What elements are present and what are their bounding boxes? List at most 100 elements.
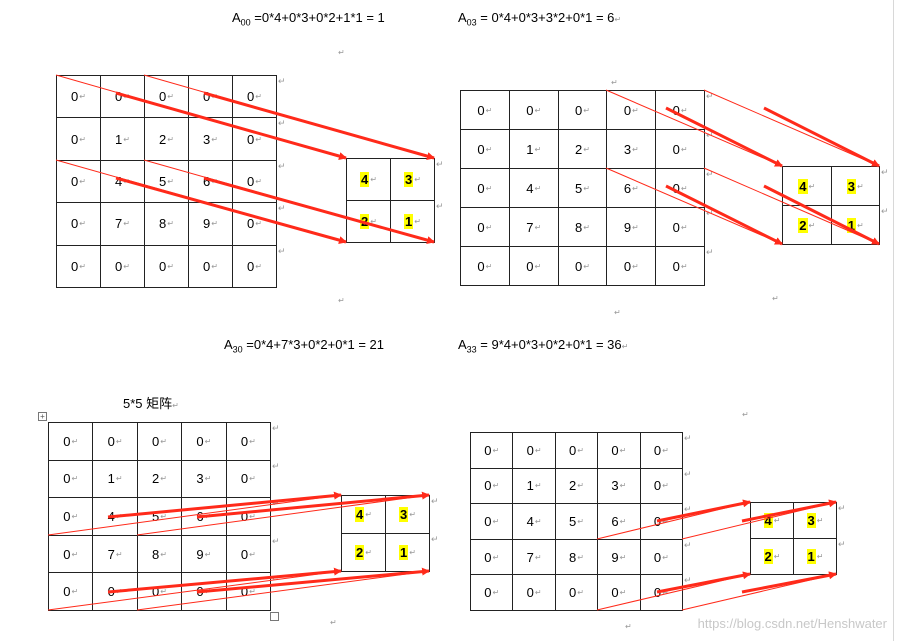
paragraph-mark: ↵ [680, 222, 688, 232]
kernel-value: 2 [763, 549, 773, 564]
matrix-cell: 0↵ [461, 91, 510, 130]
kernel-cell: 1↵ [831, 206, 880, 245]
matrix-cell: 2↵ [137, 460, 183, 499]
matrix-cell: 9↵ [189, 203, 233, 246]
paragraph-mark: ↵ [680, 183, 688, 193]
cell-value: 0 [115, 258, 123, 274]
row-end-mark: ↵ [881, 206, 889, 216]
cell-value: 0 [240, 433, 249, 449]
cell-value: 1 [526, 141, 534, 157]
paragraph-mark: ↵ [808, 220, 816, 230]
matrix-cell: 0↵ [226, 535, 271, 574]
kernel-cell: 4↵ [342, 496, 386, 534]
row-end-mark: ↵ [278, 160, 286, 171]
cell-value: 0 [71, 173, 79, 189]
input-matrix-tl: 0↵0↵0↵0↵0↵0↵1↵2↵3↵0↵0↵4↵5↵6↵0↵0↵7↵8↵9↵0↵… [56, 75, 277, 288]
cell-value: 0 [159, 89, 167, 105]
matrix-cell: 1↵ [509, 130, 559, 169]
cell-value: 0 [247, 173, 255, 189]
matrix-cell: 1↵ [513, 468, 556, 505]
matrix-cell: 0↵ [57, 76, 101, 119]
paragraph-mark: ↵ [370, 217, 377, 226]
matrix-cell: 0↵ [461, 169, 510, 208]
cell-value: 0 [569, 442, 577, 458]
paragraph-mark: ↵ [619, 552, 627, 562]
matrix-cell: 6↵ [189, 160, 233, 204]
cell-value: 0 [484, 513, 492, 529]
matrix-cell: 0↵ [189, 76, 233, 119]
paragraph-mark: ↵ [211, 176, 218, 186]
paragraph-mark: ↵ [79, 92, 86, 102]
cell-value: 0 [484, 478, 492, 494]
matrix-cell: 0↵ [226, 423, 271, 461]
matrix-cell: 0↵ [640, 468, 683, 505]
matrix-cell: 0↵ [471, 433, 514, 469]
matrix-cell: 0↵ [656, 169, 705, 208]
paragraph-mark: ↵ [619, 481, 627, 491]
matrix-cell: 0↵ [461, 208, 510, 247]
row-end-mark: ↵ [706, 130, 714, 140]
paragraph-mark: ↵ [370, 175, 377, 184]
paragraph-mark: ↵ [123, 261, 130, 271]
paragraph-mark: ↵ [255, 134, 262, 144]
matrix-cell: 8↵ [145, 203, 189, 246]
guide-line [703, 89, 880, 167]
matrix-cell: 5↵ [555, 504, 599, 540]
row-end-mark: ↵ [278, 203, 286, 214]
row-end-mark: ↵ [431, 534, 439, 544]
table-move-handle[interactable]: + [38, 412, 47, 421]
paragraph-mark: ↵ [414, 175, 421, 184]
matrix-cell: 0↵ [49, 423, 94, 461]
paragraph-mark: ↵ [773, 552, 781, 561]
cell-value: 0 [247, 258, 255, 274]
matrix-cell: 2↵ [555, 468, 599, 505]
paragraph-mark: ↵ [255, 219, 262, 229]
paragraph-mark: ↵ [577, 516, 584, 526]
paragraph-mark: ↵ [492, 445, 500, 455]
row-end-mark: ↵ [684, 539, 692, 550]
cell-value: 0 [653, 513, 662, 529]
paragraph-mark: ↵ [485, 222, 493, 232]
cell-value: 0 [672, 141, 680, 157]
kernel-cell: 2↵ [347, 201, 391, 243]
paragraph-mark: ↵ [816, 552, 824, 561]
paragraph-mark: ↵ [534, 183, 542, 193]
paragraph-mark: ↵ [71, 511, 79, 521]
cell-value: 0 [623, 258, 632, 274]
formula-a33: A33 = 9*4+0*3+0*2+0*1 = 36↵ [458, 337, 629, 355]
cell-value: 3 [203, 131, 211, 147]
matrix-cell: 9↵ [598, 539, 641, 576]
paragraph-mark: ↵ [632, 144, 639, 154]
paragraph-mark: ↵ [577, 481, 584, 491]
paragraph-mark: ↵ [485, 105, 493, 115]
paragraph-mark: ↵ [71, 549, 79, 559]
paragraph-mark: ↵ [534, 516, 542, 526]
table-resize-handle[interactable] [270, 612, 279, 621]
input-matrix-br: 0↵0↵0↵0↵0↵0↵1↵2↵3↵0↵0↵4↵5↵6↵0↵0↵7↵8↵9↵0↵… [470, 432, 683, 611]
paragraph-mark: ↵ [632, 183, 639, 193]
cell-value: 2 [152, 471, 160, 487]
matrix-cell: 8↵ [137, 535, 183, 574]
paragraph-mark: ↵ [79, 134, 86, 144]
kernel-cell: 3↵ [386, 496, 430, 534]
cell-value: 0 [484, 549, 492, 565]
paragraph-mark: ↵ [249, 474, 256, 484]
cell-value: 2 [575, 141, 583, 157]
paragraph-mark: ↵ [249, 436, 256, 446]
matrix-cell: 0↵ [49, 573, 94, 611]
matrix-cell: 0↵ [513, 433, 556, 469]
cell-value: 0 [115, 89, 123, 105]
kernel-cell: 4↵ [751, 503, 794, 539]
paragraph-mark: ↵ [414, 217, 421, 226]
input-matrix-bl: 0↵0↵0↵0↵0↵0↵1↵2↵3↵0↵0↵4↵5↵6↵0↵0↵7↵8↵9↵0↵… [48, 422, 271, 611]
cell-value: 5 [575, 180, 583, 196]
matrix-cell: 0↵ [656, 208, 705, 247]
paragraph-mark: ↵ [611, 78, 618, 87]
cell-value: 0 [653, 478, 662, 494]
paragraph-mark: ↵ [204, 587, 212, 597]
row-end-mark: ↵ [272, 573, 280, 584]
matrix-cell: 7↵ [513, 539, 556, 576]
paragraph-mark: ↵ [583, 144, 590, 154]
kernel-cell: 1↵ [386, 534, 430, 572]
cell-value: 7 [526, 219, 534, 235]
